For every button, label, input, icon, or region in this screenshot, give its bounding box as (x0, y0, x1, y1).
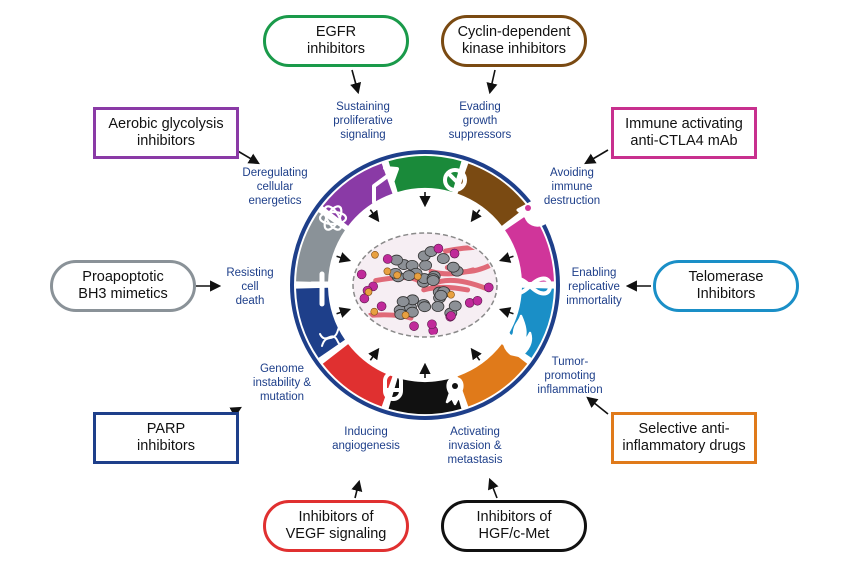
ring-segment-inflammation (457, 344, 528, 407)
stromal-cell (383, 267, 392, 276)
stromal-cell (413, 272, 422, 281)
arrow-cdk (486, 69, 498, 95)
immune-cell (382, 254, 393, 264)
immune-cell (376, 301, 387, 312)
arrow-glyco (235, 149, 260, 165)
immune-cell (483, 282, 494, 293)
inner-arrow-immortality (498, 307, 514, 318)
immune-cell (449, 248, 460, 259)
atom-icon (318, 205, 348, 231)
arrow-egfr (350, 69, 362, 95)
immune-cell (433, 243, 444, 254)
cdk-inhibitors-box: Cyclin-dependent kinase inhibitors (441, 15, 587, 67)
tumor-cell (390, 254, 403, 266)
stromal-cell (364, 288, 373, 296)
stromal-cell (371, 250, 379, 259)
hallmark-genome-instability: Genome instability & mutation (252, 363, 312, 403)
ring-segment-growth-suppressors (457, 163, 528, 226)
aerobic-glycolysis-label: Aerobic glycolysis inhibitors (108, 116, 224, 149)
hallmark-invasion-metastasis: Activating invasion & metastasis (447, 426, 503, 466)
flame-icon (502, 314, 533, 358)
ring-segment-angiogenesis (322, 344, 393, 407)
tumor-cell (396, 296, 410, 307)
arrow-immune (584, 149, 609, 165)
inner-arrow-inflammation (470, 347, 482, 361)
bh3-mimetics-box: Proapoptotic BH3 mimetics (50, 260, 196, 312)
immune-cell (409, 321, 419, 331)
dna-icon (319, 317, 357, 347)
immune-cell (427, 319, 437, 330)
immune-cell (356, 269, 367, 280)
hallmark-deregulating-energetics: Deregulating cellular energetics (242, 167, 308, 207)
cross-icon (309, 271, 335, 307)
egfr-inhibitors-box: EGFR inhibitors (263, 15, 409, 67)
egfr-inhibitors-label: EGFR inhibitors (306, 24, 366, 57)
tumor-cell (419, 259, 432, 271)
hallmark-replicative-immortality: Enabling replicative immortality (566, 267, 622, 307)
inner-arrows (336, 192, 514, 378)
hgf-cmet-inhibitors-label: Inhibitors of HGF/c-Met (476, 509, 552, 542)
hallmark-avoiding-immune-destruction: Avoiding immune destruction (543, 167, 601, 207)
ring-segment-genome (296, 287, 345, 358)
drug-arrows (196, 69, 651, 499)
immune-cell-icon (516, 199, 551, 227)
ring-segment-invasion (388, 378, 462, 415)
tumor-cell (418, 301, 432, 313)
migrating-cell-icon (445, 376, 465, 406)
immune-activating-box: Immune activating anti-CTLA4 mAb (611, 107, 757, 159)
parp-inhibitors-box: PARP inhibitors (93, 412, 239, 464)
tumor-microenvironment-image (352, 232, 498, 338)
ring-segment-proliferative (388, 156, 462, 192)
hallmark-inducing-angiogenesis: Inducing angiogenesis (332, 426, 400, 452)
inner-arrow-genome (336, 307, 352, 318)
immune-cell (446, 311, 456, 321)
tumor-cell (426, 275, 440, 286)
inner-arrow-energetics (368, 209, 380, 223)
ring-segment-cell-death (296, 212, 345, 283)
inner-arrow-cell-death (336, 252, 352, 263)
tumor-cell (446, 261, 460, 273)
telomerase-inhibitors-box: Telomerase Inhibitors (653, 260, 799, 312)
ring-segment-immune (505, 212, 554, 283)
immune-cell (359, 293, 370, 304)
vegf-inhibitors-label: Inhibitors of VEGF signaling (285, 509, 387, 542)
segment-icons (309, 166, 552, 406)
hallmark-resisting-cell-death: Resisting cell death (226, 267, 274, 307)
vegf-inhibitors-box: Inhibitors of VEGF signaling (263, 500, 409, 552)
inner-arrow-angiogenesis (368, 347, 380, 361)
anti-inflammatory-box: Selective anti- inflammatory drugs (611, 412, 757, 464)
arrow-antiinflam (586, 396, 609, 415)
arrow-vegf (351, 479, 363, 499)
blood-vessel-icon (383, 371, 403, 401)
infinity-icon (508, 276, 552, 296)
inner-arrow-immune (498, 252, 514, 263)
cdk-inhibitors-label: Cyclin-dependent kinase inhibitors (457, 24, 571, 57)
parp-inhibitors-label: PARP inhibitors (136, 421, 196, 454)
bent-arrow-icon (372, 166, 399, 204)
immune-activating-label: Immune activating anti-CTLA4 mAb (625, 116, 743, 149)
aerobic-glycolysis-box: Aerobic glycolysis inhibitors (93, 107, 239, 159)
anti-inflammatory-label: Selective anti- inflammatory drugs (622, 421, 746, 454)
tumor-cell (402, 270, 416, 281)
stromal-cell (370, 307, 379, 316)
stromal-cell (393, 271, 401, 279)
bh3-mimetics-label: Proapoptotic BH3 mimetics (78, 269, 168, 302)
telomerase-inhibitors-label: Telomerase Inhibitors (688, 269, 764, 302)
hallmark-tumor-promoting-inflammation: Tumor- promoting inflammation (537, 356, 603, 396)
hgf-cmet-inhibitors-box: Inhibitors of HGF/c-Met (441, 500, 587, 552)
arrow-hgf (488, 477, 499, 499)
no-sign-icon (443, 168, 467, 192)
stromal-cell (401, 311, 410, 319)
tumor-cell (431, 301, 445, 312)
hallmark-proliferative-signaling: Sustaining proliferative signaling (333, 101, 393, 141)
inner-arrow-growth-suppressors (470, 209, 482, 223)
tumor-cell (436, 253, 450, 264)
tumor-cell (434, 289, 448, 301)
stromal-cell (447, 290, 455, 299)
tumor-cell (448, 300, 462, 312)
hallmark-evading-growth-suppressors: Evading growth suppressors (448, 101, 512, 141)
immune-cell (472, 295, 483, 306)
